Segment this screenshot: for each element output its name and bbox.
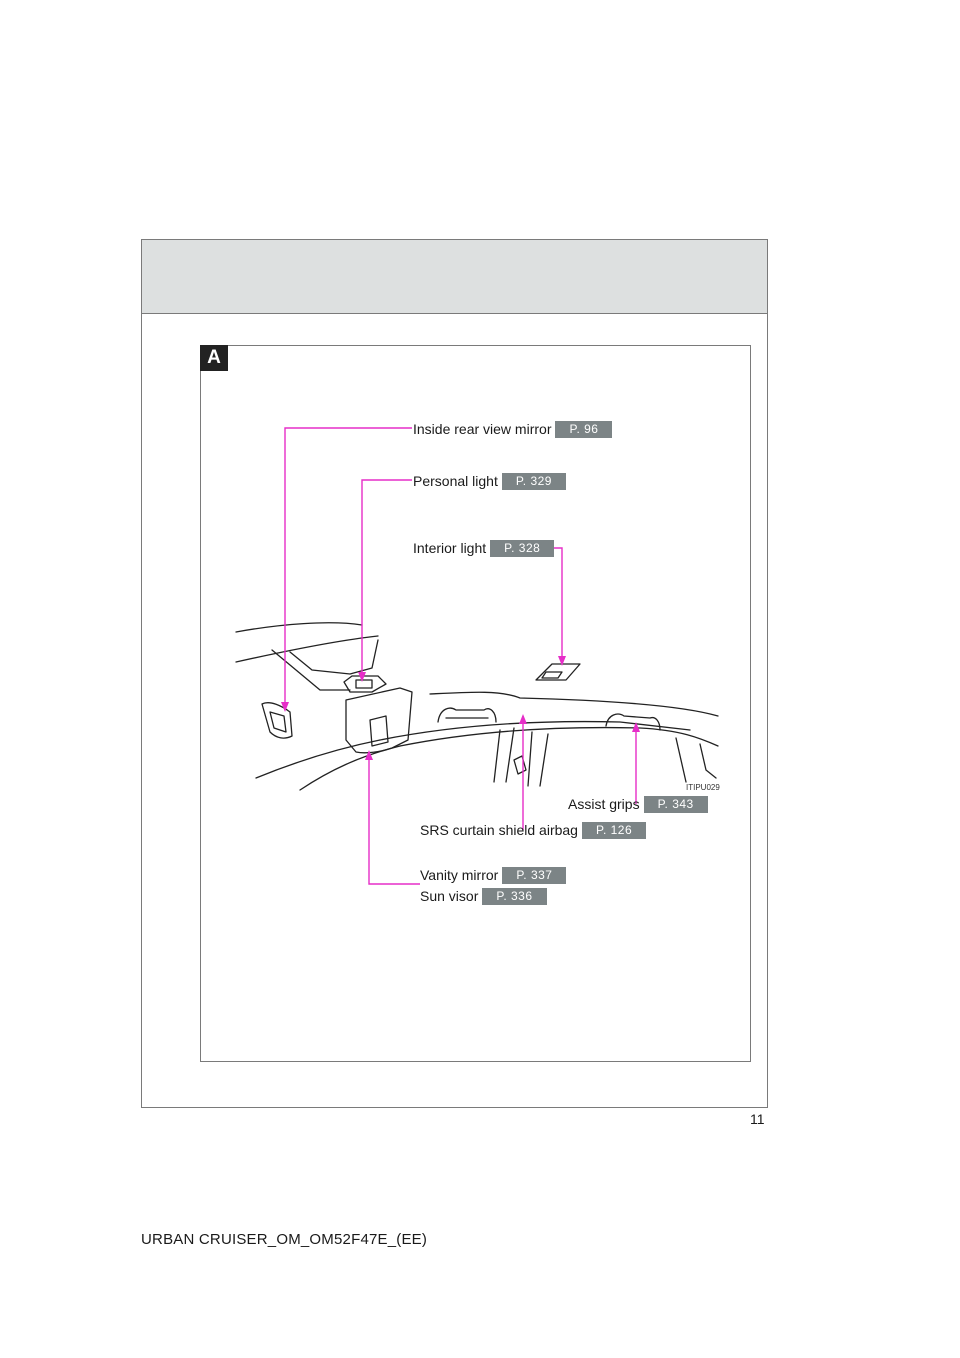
callout-inside-rear-view-mirror: Inside rear view mirror P. 96 <box>413 419 613 439</box>
callout-label: Interior light <box>413 540 487 556</box>
callout-label: Vanity mirror <box>420 867 499 883</box>
figure-box <box>200 345 751 1062</box>
page-reference-link[interactable]: P. 336 <box>482 887 547 905</box>
page-reference-link[interactable]: P. 329 <box>501 472 566 490</box>
page-reference-link[interactable]: P. 126 <box>581 821 647 839</box>
page-reference-link[interactable]: P. 343 <box>643 795 708 813</box>
page-reference-link[interactable]: P. 96 <box>555 420 613 438</box>
callout-personal-light: Personal light P. 329 <box>413 471 566 491</box>
page-reference-link[interactable]: P. 328 <box>490 539 555 557</box>
callout-label: Inside rear view mirror <box>413 421 552 437</box>
callout-label: Sun visor <box>420 888 479 904</box>
callout-assist-grips: Assist grips P. 343 <box>568 794 708 814</box>
callout-vanity-mirror: Vanity mirror P. 337 <box>420 865 567 885</box>
page-frame <box>141 239 768 1108</box>
callout-interior-light: Interior light P. 328 <box>413 538 555 558</box>
page-number: 11 <box>750 1111 765 1127</box>
header-band <box>142 240 767 314</box>
callout-srs-curtain-shield-airbag: SRS curtain shield airbag P. 126 <box>420 820 647 840</box>
callout-label: Assist grips <box>568 796 640 812</box>
callout-label: Personal light <box>413 473 498 489</box>
section-tab: A <box>200 345 228 371</box>
callout-sun-visor: Sun visor P. 336 <box>420 886 547 906</box>
footer-document-code: URBAN CRUISER_OM_OM52F47E_(EE) <box>141 1231 428 1248</box>
page-reference-link[interactable]: P. 337 <box>502 866 567 884</box>
callout-label: SRS curtain shield airbag <box>420 822 578 838</box>
figure-code: ITIPU029 <box>686 783 720 792</box>
